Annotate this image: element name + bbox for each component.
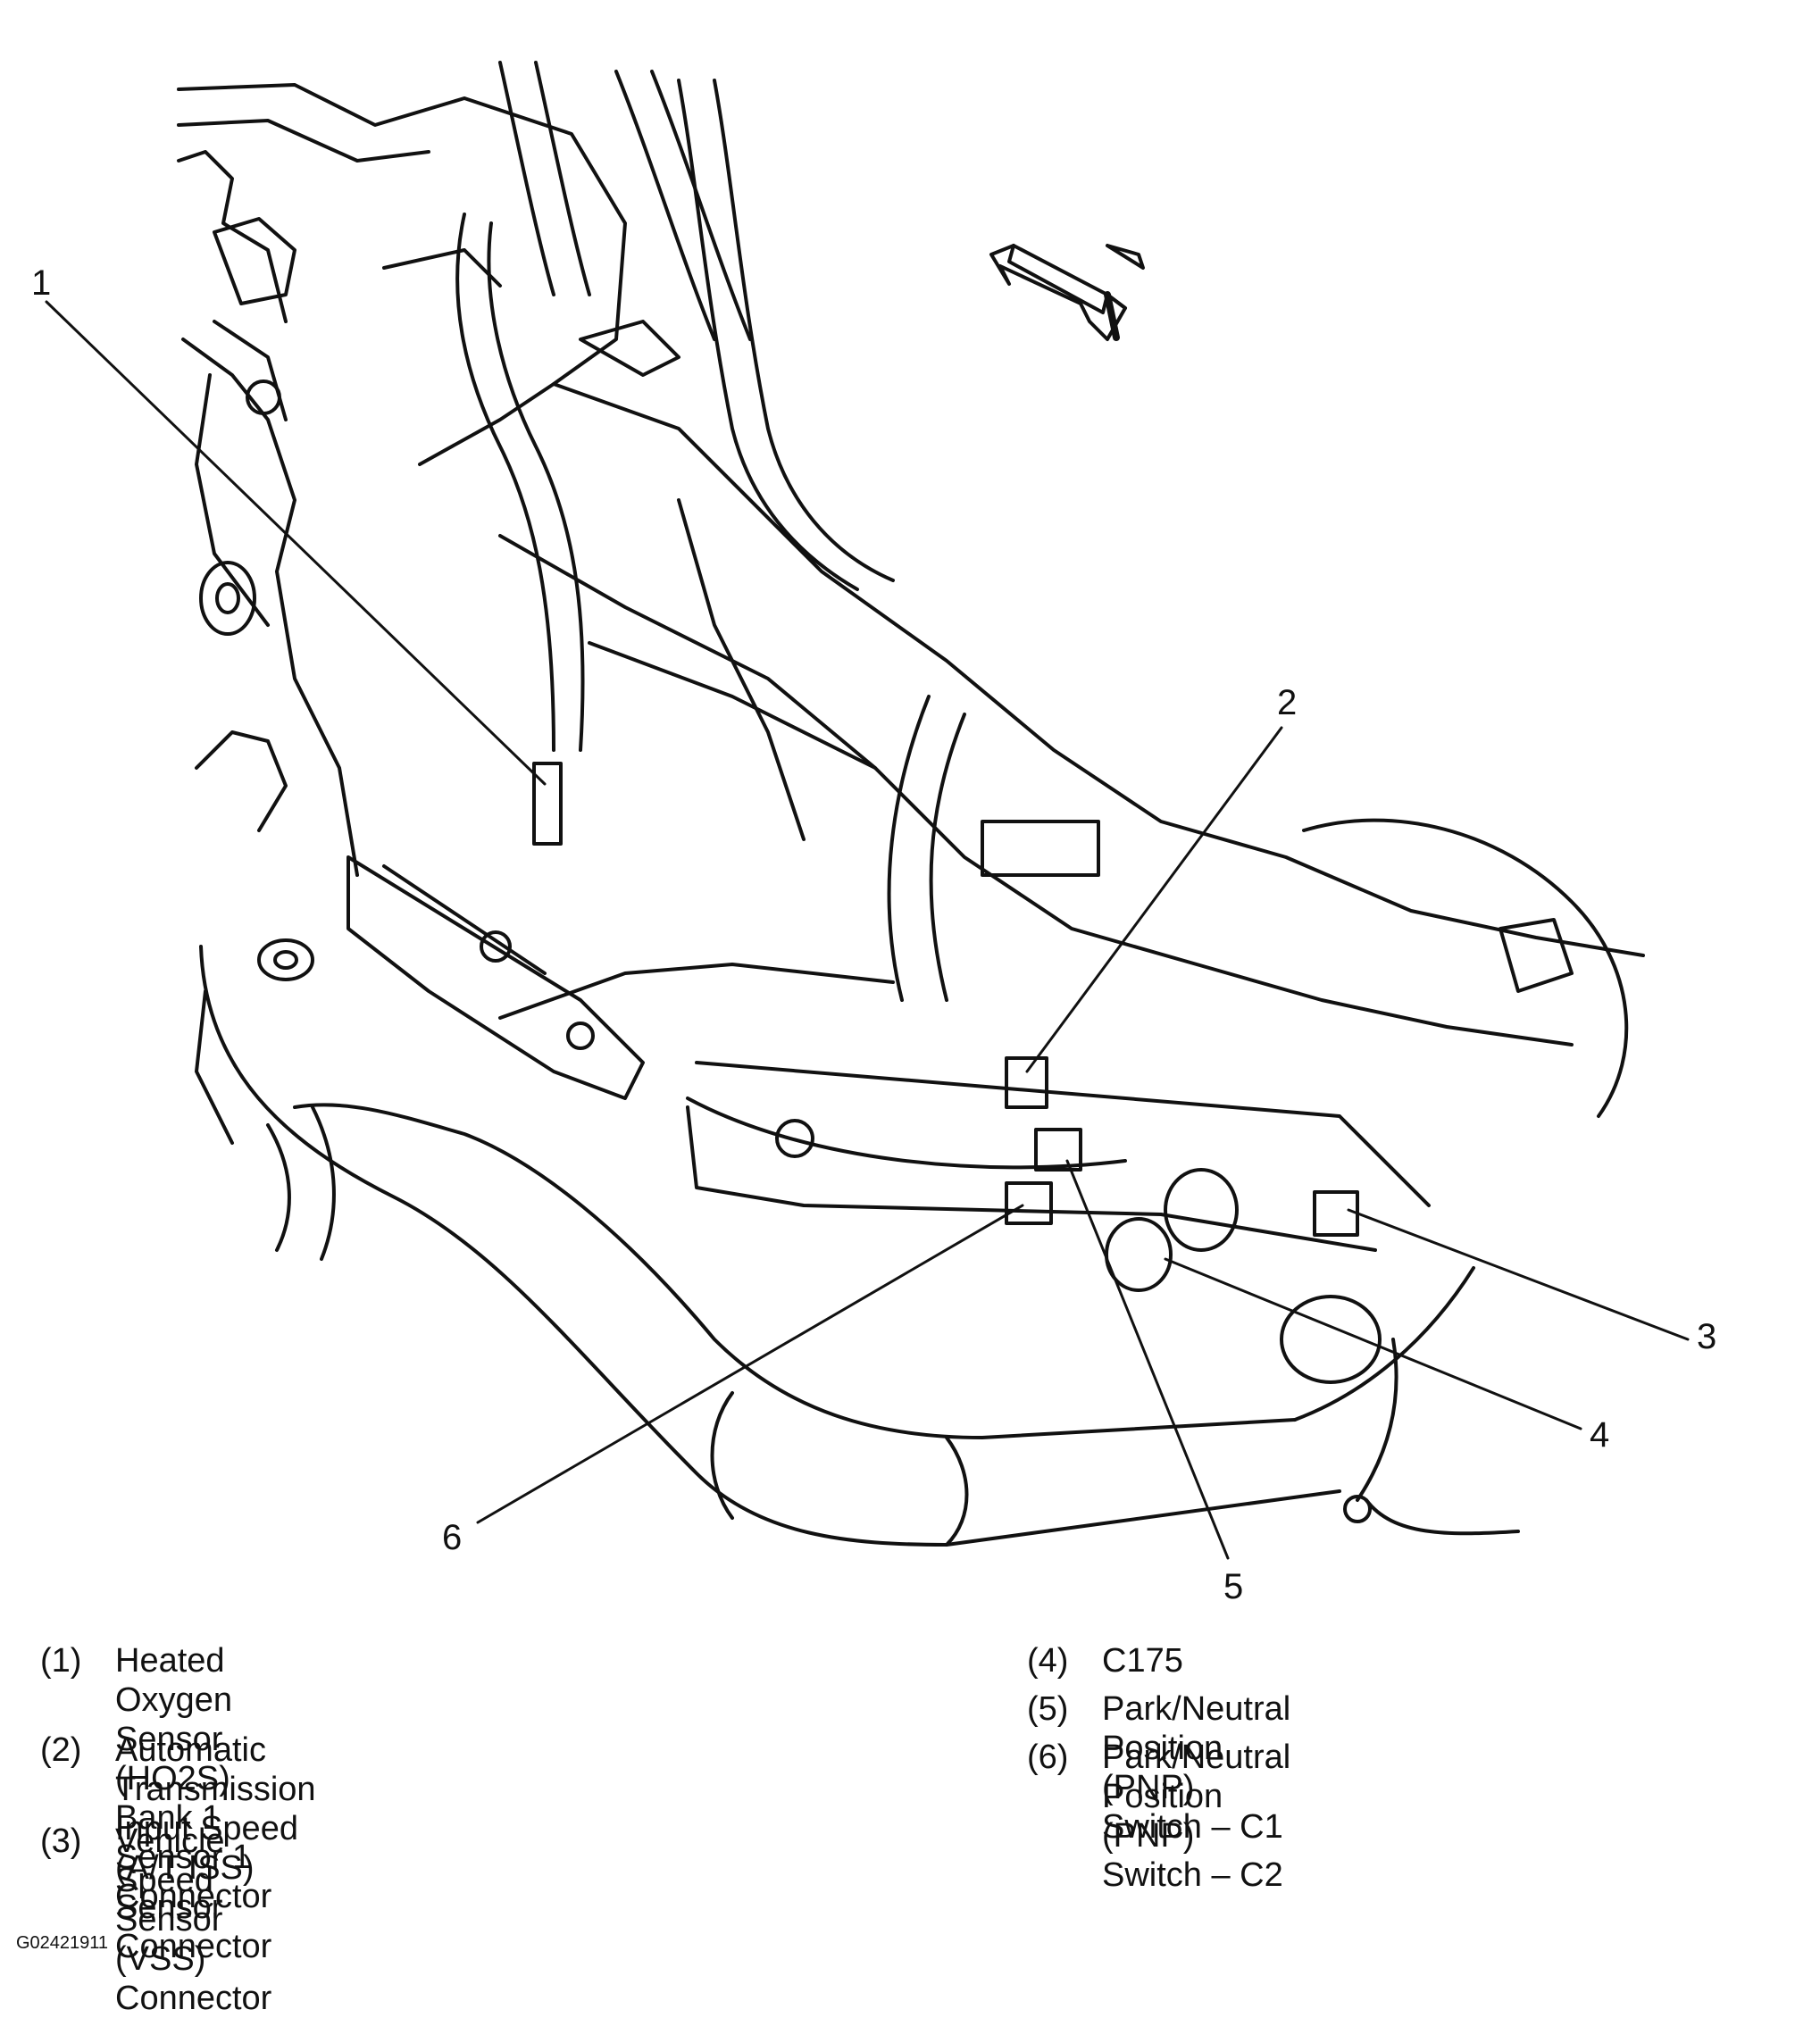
callout-6: 6 (442, 1518, 462, 1557)
callout-labels: 1 2 3 4 5 6 (31, 263, 1716, 1606)
legend-text: Park/Neutral Position (PNP) Switch – C2 (1102, 1739, 1291, 1894)
legend-number: (5) (1027, 1690, 1069, 1728)
legend-text: C175 (1102, 1642, 1183, 1680)
transmission-case (498, 382, 1645, 1252)
callout-5: 5 (1223, 1567, 1243, 1606)
transmission-diagram: 1 2 3 4 5 6 (31, 61, 1716, 1606)
callout-4: 4 (1590, 1415, 1609, 1455)
front-direction-arrow-icon (989, 244, 1145, 341)
exhaust-pipe (199, 945, 1475, 1547)
legend-text: Automatic Transmission Input Speed (A/T … (115, 1731, 316, 1965)
ats-iss-connector (1005, 1056, 1048, 1109)
legend-number: (4) (1027, 1642, 1069, 1680)
connectors (532, 762, 1382, 1384)
legend-number: (1) (40, 1642, 82, 1680)
vss-connector (1313, 1190, 1359, 1237)
pnp-c2-connector (1005, 1181, 1053, 1225)
upper-hoses (382, 61, 895, 752)
legend-text: Park/Neutral Position (PNP) Switch – C1 (1102, 1690, 1291, 1846)
pnp-c1-connector (1034, 1128, 1082, 1172)
figure-id: G02421911 (16, 1933, 109, 1953)
ho2s-connector (532, 762, 563, 846)
legend-number: (6) (1027, 1739, 1069, 1776)
legend-text: Vehicle Speed Sensor (VSS) Connector (115, 1822, 272, 2017)
callout-2: 2 (1277, 683, 1297, 722)
leader-lines (45, 300, 1690, 1560)
legend-number: (3) (40, 1822, 82, 1860)
legend-number: (2) (40, 1731, 82, 1769)
legend-text: Heated Oxygen Sensor (HO2S) Bank 1 Senso… (115, 1642, 272, 1915)
callout-1: 1 (31, 263, 51, 303)
engine-block (177, 83, 627, 1145)
lower-harness (1343, 1338, 1520, 1536)
callout-3: 3 (1697, 1317, 1716, 1356)
crossmember (346, 855, 645, 1100)
